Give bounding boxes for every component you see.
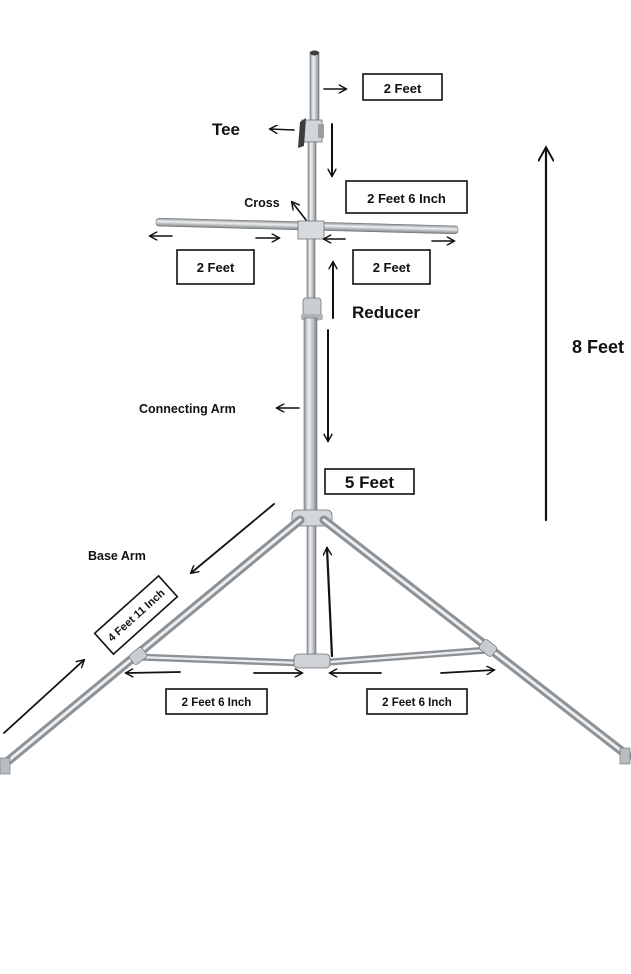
arrow-base-arm-length [3, 660, 84, 734]
label-box-right-arm-length: 2 Feet [352, 249, 431, 285]
arrow-left-brace-out [126, 672, 181, 673]
arrow-right-brace-out [440, 670, 494, 673]
label-box-right-brace-length: 2 Feet 6 Inch [366, 688, 468, 715]
arrow-center-pole-up [327, 548, 334, 658]
label-box-left-arm-length: 2 Feet [176, 249, 255, 285]
reducer-fitting [301, 297, 323, 321]
left-foot [0, 757, 11, 775]
total-height-label: 8 Feet [572, 337, 624, 357]
upper-pole-length-label: 2 Feet 6 Inch [367, 191, 446, 206]
arrow-tee [270, 129, 295, 130]
main-pole [303, 317, 318, 519]
mid-pole [306, 238, 316, 302]
left-brace-clamp [128, 647, 148, 665]
base-arm-label: Base Arm [88, 549, 146, 563]
base-hub [293, 653, 331, 669]
cross-fitting [297, 220, 325, 240]
top-length-label: 2 Feet [384, 81, 422, 96]
label-box-lower-pole-length: 5 Feet [324, 468, 415, 495]
tripod-stand-illustration [0, 50, 631, 775]
lower-pole-length-label: 5 Feet [345, 473, 394, 492]
label-box-upper-pole-length: 2 Feet 6 Inch [345, 180, 468, 214]
tee-label: Tee [212, 120, 240, 139]
right-arm-length-label: 2 Feet [373, 260, 411, 275]
right-brace-clamp [478, 639, 498, 657]
annotation-arrows [3, 89, 546, 734]
label-box-top-length: 2 Feet [362, 73, 443, 101]
left-arm-length-label: 2 Feet [197, 260, 235, 275]
arrow-base-arm [191, 503, 275, 573]
top-pole-cap [310, 50, 319, 56]
right-foot [619, 747, 631, 765]
upper-pole [307, 141, 317, 227]
tee-fitting [298, 118, 324, 148]
reducer-label: Reducer [352, 303, 420, 322]
right-brace-length-label: 2 Feet 6 Inch [382, 697, 452, 709]
top-pole [309, 51, 320, 123]
arrow-cross [292, 202, 307, 221]
cross-label: Cross [244, 196, 279, 210]
label-box-base-arm-length: 4 Feet 11 Inch [93, 574, 179, 656]
center-lower-pole [306, 525, 317, 661]
left-brace-length-label: 2 Feet 6 Inch [182, 697, 252, 709]
label-box-left-brace-length: 2 Feet 6 Inch [165, 688, 268, 715]
connecting-arm-label: Connecting Arm [139, 402, 236, 416]
